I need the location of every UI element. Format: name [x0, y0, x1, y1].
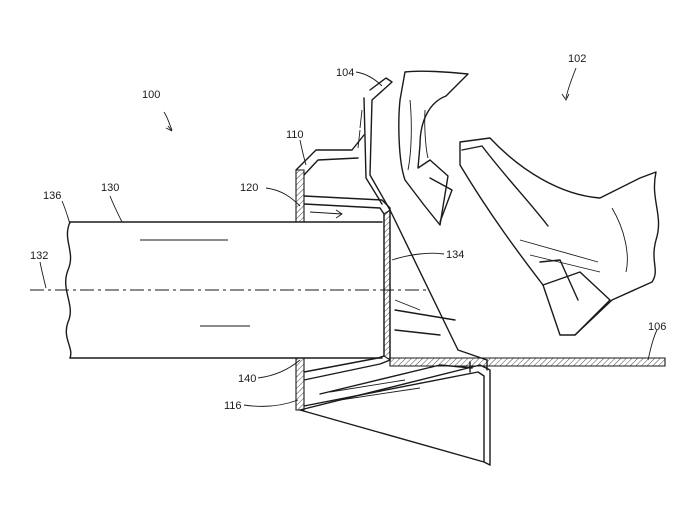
label-106: 106	[648, 321, 666, 333]
cone-collector	[299, 364, 491, 466]
label-134: 134	[446, 249, 464, 261]
label-116: 116	[224, 400, 242, 412]
label-136: 136	[43, 190, 61, 202]
label-120: 120	[240, 182, 258, 194]
label-104: 104	[336, 67, 354, 79]
label-132: 132	[30, 250, 48, 262]
label-110: 110	[286, 129, 304, 141]
flange-sleeve	[295, 134, 391, 411]
boot	[459, 137, 660, 336]
label-140: 140	[238, 373, 256, 385]
label-100: 100	[142, 89, 160, 101]
label-102: 102	[568, 53, 586, 65]
reference-labels: 100 102 104 106 110 116 120 130 132 134 …	[30, 53, 666, 412]
label-130: 130	[101, 182, 119, 194]
firewall-panel	[357, 77, 666, 373]
leader-lines	[39, 67, 658, 407]
pedal-arm	[398, 70, 469, 226]
